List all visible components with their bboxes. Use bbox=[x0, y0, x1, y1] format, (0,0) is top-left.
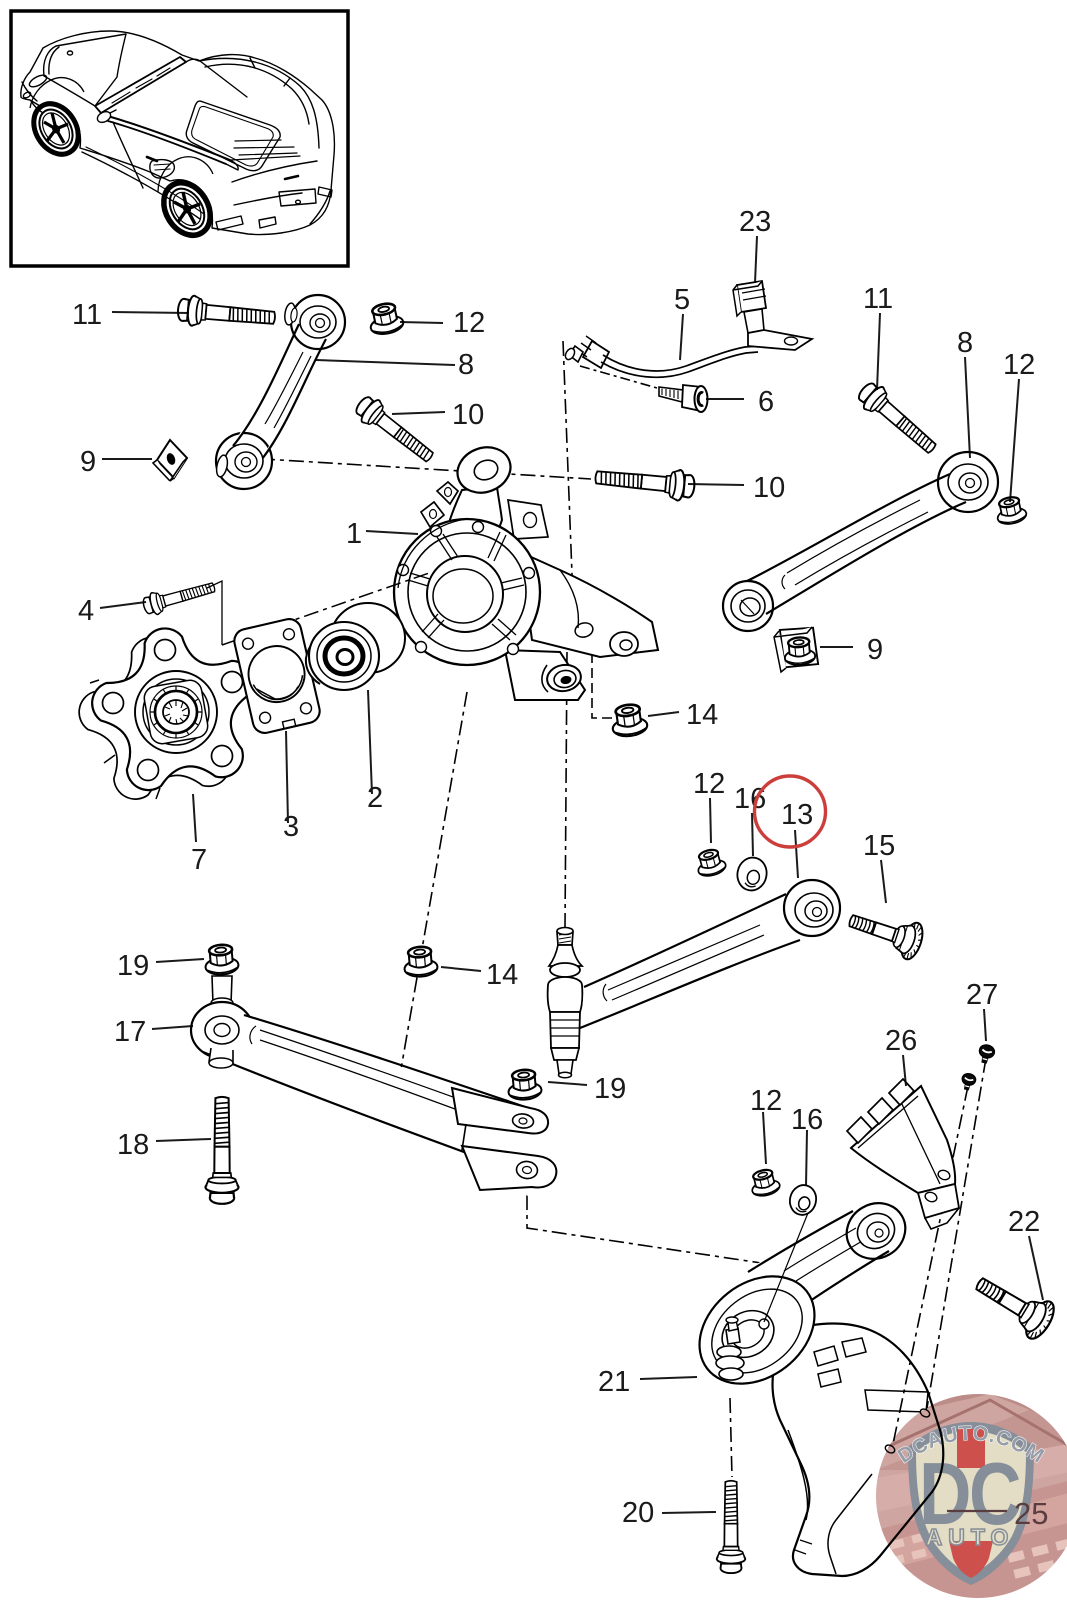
svg-text:16: 16 bbox=[734, 783, 766, 815]
svg-text:26: 26 bbox=[885, 1025, 917, 1057]
svg-text:14: 14 bbox=[486, 959, 518, 991]
svg-text:18: 18 bbox=[117, 1129, 149, 1161]
svg-text:12: 12 bbox=[750, 1085, 782, 1117]
svg-text:19: 19 bbox=[117, 950, 149, 982]
svg-text:7: 7 bbox=[191, 844, 207, 876]
svg-text:22: 22 bbox=[1008, 1206, 1040, 1238]
svg-text:6: 6 bbox=[758, 386, 774, 418]
svg-text:1: 1 bbox=[346, 518, 362, 550]
svg-text:15: 15 bbox=[863, 830, 895, 862]
svg-text:10: 10 bbox=[753, 472, 785, 504]
svg-text:5: 5 bbox=[674, 284, 690, 316]
svg-text:4: 4 bbox=[78, 595, 94, 627]
svg-text:14: 14 bbox=[686, 699, 718, 731]
svg-text:8: 8 bbox=[957, 327, 973, 359]
svg-text:AUTO: AUTO bbox=[926, 1524, 1015, 1550]
svg-text:27: 27 bbox=[966, 979, 998, 1011]
svg-text:DC: DC bbox=[919, 1444, 1020, 1543]
svg-text:8: 8 bbox=[458, 349, 474, 381]
svg-text:23: 23 bbox=[739, 206, 771, 238]
svg-text:9: 9 bbox=[80, 446, 96, 478]
svg-text:21: 21 bbox=[598, 1366, 630, 1398]
svg-text:2: 2 bbox=[367, 782, 383, 814]
svg-text:11: 11 bbox=[863, 283, 893, 315]
svg-text:25: 25 bbox=[1014, 1496, 1048, 1531]
svg-text:10: 10 bbox=[452, 399, 484, 431]
svg-text:12: 12 bbox=[453, 307, 485, 339]
svg-text:9: 9 bbox=[867, 634, 883, 666]
svg-text:3: 3 bbox=[283, 811, 299, 843]
svg-text:12: 12 bbox=[1003, 349, 1035, 381]
svg-text:12: 12 bbox=[693, 768, 725, 800]
svg-text:17: 17 bbox=[114, 1016, 146, 1048]
svg-text:11: 11 bbox=[72, 299, 102, 331]
svg-text:13: 13 bbox=[781, 799, 813, 831]
svg-text:19: 19 bbox=[594, 1073, 626, 1105]
svg-text:20: 20 bbox=[622, 1497, 654, 1529]
